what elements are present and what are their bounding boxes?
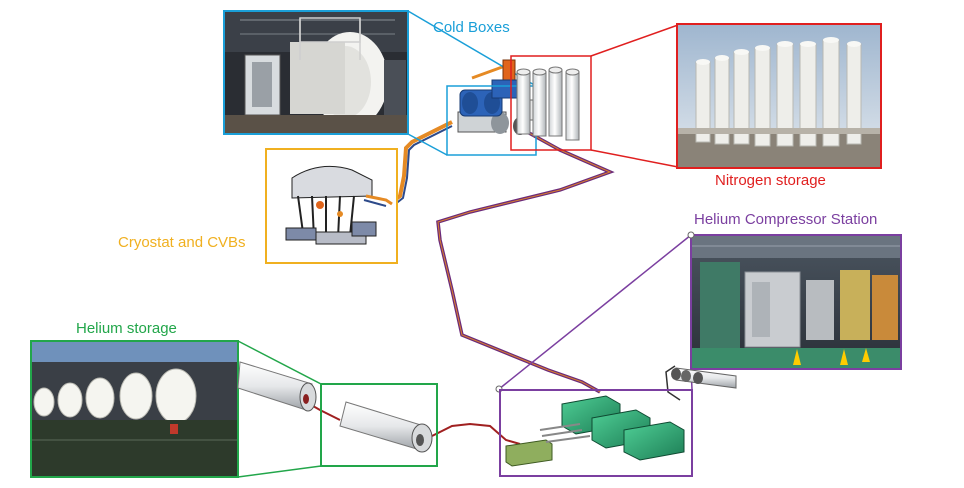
helium-compressor-model bbox=[505, 395, 685, 467]
helium-storage-photo bbox=[32, 342, 237, 476]
helium-storage-label: Helium storage bbox=[76, 320, 177, 337]
helium-compressor-photo-frame bbox=[690, 234, 902, 370]
nitrogen-model-frame bbox=[510, 55, 592, 151]
pipe-coldbox-to-compressor bbox=[436, 126, 615, 394]
pipe-coldbox-to-cryostat bbox=[390, 120, 453, 204]
helium-compressor-label: Helium Compressor Station bbox=[694, 211, 878, 228]
compressor-callout-top bbox=[498, 234, 692, 390]
nitrogen-callout-top bbox=[590, 24, 679, 57]
nitrogen-tanks-model bbox=[516, 66, 580, 141]
helium-compressor-photo bbox=[692, 236, 900, 368]
cold-boxes-photo-frame bbox=[223, 10, 409, 135]
helium-storage-model bbox=[237, 361, 433, 453]
nitrogen-storage-photo-frame bbox=[676, 23, 882, 169]
compressor-buffer-tanks bbox=[671, 367, 737, 389]
helium-callout-top bbox=[237, 340, 322, 385]
helium-callout-bottom bbox=[237, 465, 322, 478]
nitrogen-storage-photo bbox=[678, 25, 880, 167]
nitrogen-callout-bottom bbox=[590, 149, 679, 168]
pipe-helium-to-compressor bbox=[431, 422, 521, 445]
helium-compressor-model-frame bbox=[499, 389, 693, 477]
cold-boxes-label: Cold Boxes bbox=[433, 19, 510, 36]
helium-storage-photo-frame bbox=[30, 340, 239, 478]
cold-boxes-photo bbox=[225, 12, 407, 133]
cryostat-model bbox=[285, 165, 393, 245]
cold-box-model bbox=[457, 59, 545, 135]
cold-boxes-callout-bottom bbox=[407, 133, 448, 156]
cryostat-label: Cryostat and CVBs bbox=[118, 234, 246, 251]
helium-storage-model-frame bbox=[320, 383, 438, 467]
nitrogen-storage-label: Nitrogen storage bbox=[715, 172, 826, 189]
